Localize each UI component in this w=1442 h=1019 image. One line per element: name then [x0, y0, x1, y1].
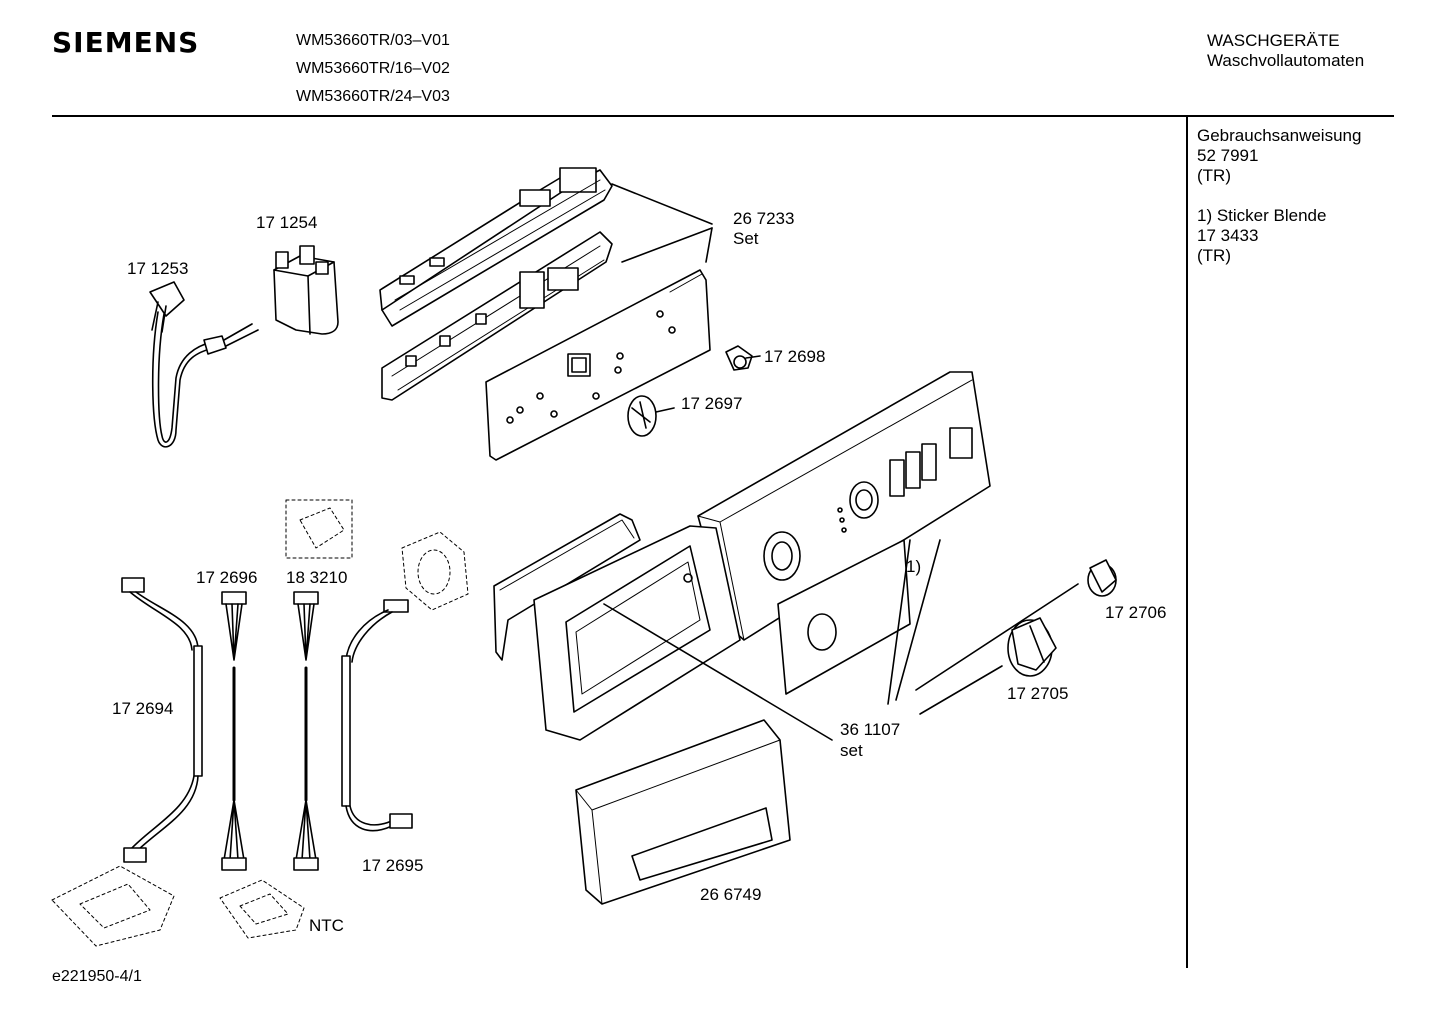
note-title: 1) Sticker Blende: [1197, 206, 1327, 225]
part-label-171253: 17 1253: [127, 259, 189, 278]
detergent-drawer-handle: [575, 719, 791, 905]
brand-logo: SIEMENS: [52, 26, 200, 59]
drawing-id: e221950-4/1: [52, 968, 142, 985]
part-label-171254: 17 1254: [256, 213, 318, 232]
part-label-267233-set: Set: [733, 229, 759, 248]
appliance-category: WASCHGERÄTE: [1207, 31, 1340, 50]
cable-harness-183210: [293, 591, 319, 871]
part-label-172695: 17 2695: [362, 856, 424, 875]
cable-harness-172696: [221, 591, 247, 871]
part-label-361107-set: set: [840, 741, 863, 760]
program-spindle-disc: [627, 395, 675, 437]
cable-harness-172694: [121, 577, 203, 863]
manual-number: 52 7991: [1197, 146, 1259, 165]
part-label-172705: 17 2705: [1007, 684, 1069, 703]
note-reference-1: 1): [906, 557, 922, 576]
control-module-upper: [379, 167, 613, 327]
fascia-seal: [493, 513, 641, 661]
model-number-1: WM53660TR/03–V01: [296, 32, 450, 49]
reference-part-pump: [401, 531, 469, 611]
selector-knob-large: [1007, 617, 1057, 677]
part-label-183210: 18 3210: [286, 568, 348, 587]
detergent-drawer-frame: [533, 525, 741, 741]
part-label-267233: 26 7233: [733, 209, 795, 228]
part-label-172698: 17 2698: [764, 347, 826, 366]
interference-filter: [273, 245, 339, 335]
note-language: (TR): [1197, 246, 1231, 265]
model-number-3: WM53660TR/24–V03: [296, 88, 450, 105]
part-label-266749: 26 6749: [700, 885, 762, 904]
program-spindle-small: [725, 345, 761, 371]
part-label-172697: 17 2697: [681, 394, 743, 413]
part-label-172706: 17 2706: [1105, 603, 1167, 622]
note-number: 17 3433: [1197, 226, 1259, 245]
power-cord-plug: [149, 281, 259, 448]
part-label-172696: 17 2696: [196, 568, 258, 587]
part-label-ntc: NTC: [309, 916, 344, 935]
part-label-361107: 36 1107: [840, 720, 901, 739]
selector-knob-small: [1087, 559, 1117, 597]
cable-harness-172695: [341, 599, 413, 832]
reference-part-heater: [51, 865, 175, 947]
control-panel-fascia: [697, 371, 991, 695]
part-label-172694: 17 2694: [112, 699, 174, 718]
reference-part-183210: [285, 499, 353, 559]
manual-title: Gebrauchsanweisung: [1197, 126, 1362, 145]
manual-language: (TR): [1197, 166, 1231, 185]
control-module-frame: [381, 231, 613, 401]
appliance-subcategory: Waschvollautomaten: [1207, 51, 1365, 70]
reference-part-ntc: [219, 879, 305, 939]
model-number-2: WM53660TR/16–V02: [296, 60, 450, 77]
circuit-board: [485, 269, 711, 461]
